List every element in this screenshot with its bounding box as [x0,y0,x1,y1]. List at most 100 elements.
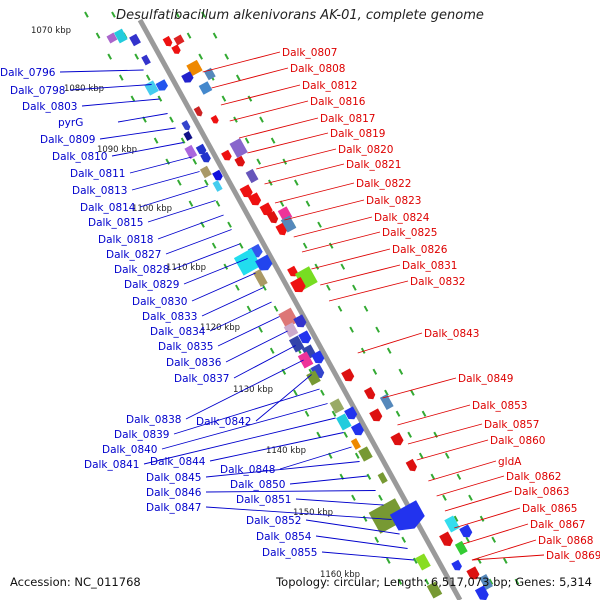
left-gene-label: Dalk_0840 [102,444,158,456]
kbp-tick-label: 1110 kbp [166,263,206,273]
left-gene-label: Dalk_0838 [126,414,182,426]
gene-arrow [239,184,253,198]
right-leader-line [397,404,471,426]
right-gene-label: Dalk_0860 [490,435,546,447]
left-leader-line [209,301,272,332]
gene-block [288,335,305,353]
right-gene-label: Dalk_0824 [374,212,430,224]
left-gene-label: Dalk_0851 [236,494,292,506]
right-leader-line [444,490,513,512]
kbp-tick-label: 1160 kbp [320,570,360,580]
right-leader-line [436,475,505,497]
right-gene-label: Dalk_0816 [310,96,366,108]
right-gene-label: Dalk_0843 [424,328,480,340]
kbp-tick-label: 1150 kbp [293,508,333,518]
gene-block [377,472,388,484]
left-gene-label: Dalk_0809 [40,134,96,146]
left-gene-label: Dalk_0841 [84,459,140,471]
left-gene-label: Dalk_0813 [72,185,128,197]
right-leader-line [328,280,409,302]
gene-block [454,540,468,556]
right-leader-line [428,460,497,482]
gene-arrow [390,432,404,446]
right-leader-line [357,332,423,354]
left-leader-line [131,171,200,191]
gene-arrow [287,265,298,277]
gene-block [198,81,213,95]
right-gene-label: Dalk_0857 [484,419,540,431]
genome-summary-text: Topology: circular; Length: 6,517,073 bp… [276,575,592,589]
gene-arrow [259,202,273,216]
right-gene-label: Dalk_0868 [538,535,594,547]
left-leader-line [147,200,216,223]
kbp-tick-label: 1140 kbp [266,446,306,456]
left-leader-line [185,359,304,420]
gene-block [350,438,361,450]
gene-arrow [369,408,383,422]
right-gene-label: Dalk_0812 [302,80,358,92]
left-gene-label: Dalk_0828 [114,264,170,276]
gene-arrow [474,585,489,600]
left-leader-line [81,98,160,107]
right-gene-label: Dalk_0825 [382,227,438,239]
gene-arrow [405,458,418,472]
gene-block [329,398,345,414]
left-gene-label: Dalk_0842 [196,416,252,428]
left-leader-line [157,214,224,240]
right-gene-label: Dalk_0853 [472,400,528,412]
left-gene-label: Dalk_0835 [158,341,214,353]
left-gene-label: Dalk_0796 [0,67,56,79]
left-leader-line [205,461,360,478]
gene-block [113,28,128,44]
left-leader-line [233,345,296,379]
gene-block [368,498,407,534]
right-gene-label: Dalk_0831 [402,260,458,272]
kbp-tick-label: 1090 kbp [97,145,137,155]
left-gene-label: Dalk_0810 [52,151,108,163]
right-leader-line [301,231,381,253]
gene-block [144,80,159,96]
right-gene-label: gldA [498,456,522,468]
genome-backbone [137,18,463,600]
kbp-tick-label: 1100 kbp [132,204,172,214]
right-leader-line [202,51,281,73]
right-gene-label: Dalk_0869 [546,550,600,562]
right-gene-labels: Dalk_0807Dalk_0808Dalk_0812Dalk_0816Dalk… [202,47,600,562]
gene-arrow [344,406,358,420]
gene-arrow [162,35,173,47]
left-leader-line [205,506,392,520]
gene-arrow [195,143,207,155]
gene-arrow [466,566,480,580]
left-gene-label: Dalk_0829 [124,279,180,291]
left-gene-label: Dalk_0836 [166,357,222,369]
right-leader-line [311,248,391,270]
right-leader-line [238,117,319,139]
left-leader-line [217,316,280,347]
gene-arrow [255,254,273,271]
gene-block [379,393,394,411]
left-gene-label: Dalk_0833 [142,311,198,323]
right-gene-label: Dalk_0822 [356,178,412,190]
right-gene-label: Dalk_0867 [530,519,586,531]
right-leader-line [256,148,337,170]
right-gene-label: Dalk_0862 [506,471,562,483]
right-leader-line [274,182,355,204]
left-gene-label: Dalk_0845 [146,472,202,484]
left-gene-label: Dalk_0811 [70,168,126,180]
gene-block [278,307,299,329]
right-leader-line [220,84,301,106]
left-gene-label: Dalk_0847 [146,502,202,514]
right-gene-label: Dalk_0808 [290,63,346,75]
gene-arrow [350,422,365,436]
right-gene-label: Dalk_0863 [514,486,570,498]
left-leader-line [321,551,414,561]
gene-arrow [298,330,312,344]
gene-block [252,269,268,287]
left-gene-label: Dalk_0855 [262,547,318,559]
left-leader-line [205,490,376,493]
right-leader-line [382,377,457,399]
right-gene-label: Dalk_0865 [522,503,578,515]
gene-block [297,351,314,369]
kbp-tick-label: 1120 kbp [200,323,240,333]
right-leader-line [211,67,289,89]
